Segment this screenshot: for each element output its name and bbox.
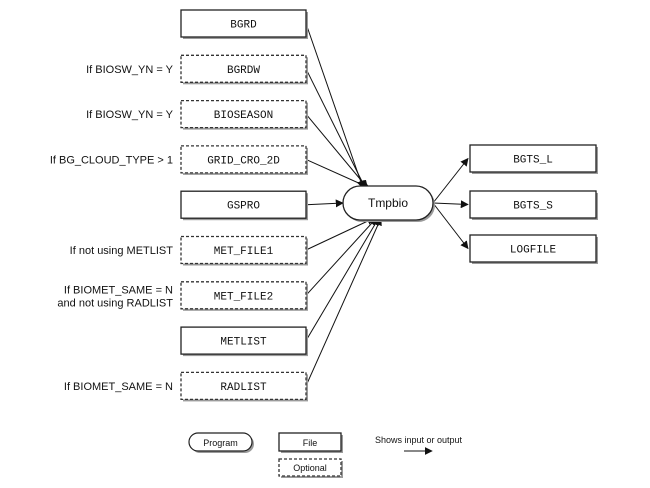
input-file-gspro: GSPRO bbox=[180, 190, 308, 221]
output-arrow bbox=[432, 202, 469, 250]
file-box bbox=[469, 234, 597, 263]
output-file-label: BGTS_L bbox=[513, 155, 553, 167]
condition-label: If BIOSW_YN = Y bbox=[86, 109, 174, 121]
input-file-label: BGRD bbox=[230, 20, 257, 32]
legend-program-shape bbox=[188, 432, 253, 452]
optional-file-box bbox=[180, 281, 307, 310]
output-file-logfile: LOGFILE bbox=[469, 234, 598, 264]
input-arrow bbox=[305, 68, 366, 189]
file-box bbox=[180, 190, 307, 219]
input-file-grid-cro-2d: GRID_CRO_2D bbox=[180, 145, 308, 175]
condition-label: If BG_CLOUD_TYPE > 1 bbox=[50, 154, 173, 166]
condition-label: If BIOMET_SAME = N bbox=[64, 381, 173, 393]
condition-label: If BIOMET_SAME = N bbox=[64, 284, 173, 296]
input-file-label: RADLIST bbox=[220, 382, 267, 394]
output-arrow bbox=[432, 200, 469, 209]
file-box bbox=[469, 144, 597, 173]
input-arrow bbox=[305, 158, 371, 189]
condition-label: If BIOSW_YN = Y bbox=[86, 64, 174, 76]
input-file-bgrd: BGRD bbox=[180, 9, 308, 39]
input-file-label: GRID_CRO_2D bbox=[207, 155, 280, 167]
input-file-label: MET_FILE1 bbox=[214, 246, 274, 258]
input-file-bgrdw: BGRDW bbox=[180, 54, 308, 85]
legend-optional-label: Optional bbox=[293, 463, 327, 473]
legend-file-box bbox=[278, 432, 342, 452]
condition-label: and not using RADLIST bbox=[57, 297, 173, 309]
input-arrow bbox=[305, 217, 380, 341]
optional-file-box bbox=[180, 54, 307, 83]
legend-optional-box bbox=[278, 458, 342, 477]
input-file-label: METLIST bbox=[220, 337, 267, 349]
optional-file-box bbox=[180, 99, 307, 129]
input-arrow bbox=[305, 23, 365, 189]
condition-label: If not using METLIST bbox=[70, 245, 174, 257]
output-file-bgts-l: BGTS_L bbox=[469, 144, 598, 174]
file-box bbox=[469, 190, 597, 219]
input-arrow bbox=[305, 217, 375, 251]
file-box bbox=[180, 9, 307, 38]
program-node: Tmpbio bbox=[342, 185, 435, 222]
input-file-label: MET_FILE2 bbox=[214, 291, 273, 303]
input-arrow bbox=[305, 199, 344, 208]
legend-program-label: Program bbox=[203, 438, 238, 448]
input-file-metlist: METLIST bbox=[180, 326, 308, 357]
input-file-radlist: RADLIST bbox=[180, 371, 308, 402]
output-file-bgts-s: BGTS_S bbox=[469, 190, 598, 220]
legend-arrow-label: Shows input or output bbox=[375, 435, 463, 445]
program-label: Tmpbio bbox=[368, 196, 408, 210]
file-box bbox=[180, 326, 307, 355]
input-file-met-file1: MET_FILE1 bbox=[180, 235, 308, 266]
optional-file-box bbox=[180, 235, 307, 265]
optional-file-box bbox=[180, 371, 307, 401]
legend-optional: Optional bbox=[278, 458, 343, 478]
input-arrow bbox=[305, 113, 369, 189]
legend-program: Program bbox=[188, 432, 254, 453]
input-arrow bbox=[305, 217, 382, 387]
input-file-met-file2: MET_FILE2 bbox=[180, 281, 308, 311]
optional-file-box bbox=[180, 145, 307, 174]
legend-file-label: File bbox=[303, 438, 318, 448]
legend-file: File bbox=[278, 432, 343, 453]
input-file-label: BIOSEASON bbox=[214, 110, 273, 122]
input-file-label: BGRDW bbox=[227, 65, 260, 77]
input-file-bioseason: BIOSEASON bbox=[180, 99, 308, 130]
output-file-label: LOGFILE bbox=[510, 245, 557, 257]
output-file-label: BGTS_S bbox=[513, 201, 553, 213]
input-arrow bbox=[305, 217, 378, 296]
output-arrow bbox=[432, 157, 469, 204]
legend-arrow: Shows input or output bbox=[375, 435, 463, 455]
program-shape bbox=[342, 185, 434, 221]
input-file-label: GSPRO bbox=[227, 201, 260, 213]
